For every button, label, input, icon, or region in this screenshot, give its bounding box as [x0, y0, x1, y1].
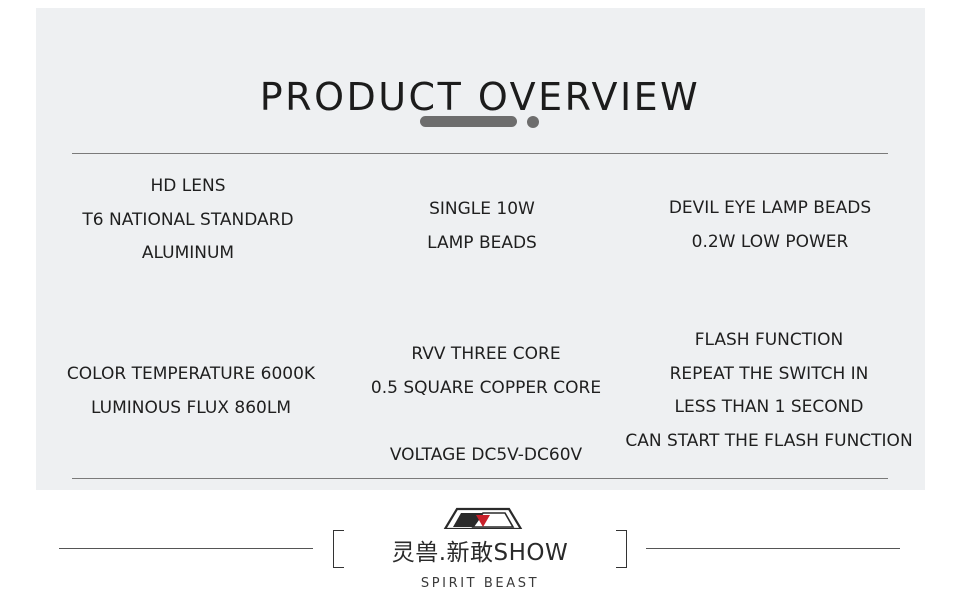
feature-line: T6 NATIONAL STANDARD [82, 209, 294, 230]
feature-line [356, 405, 616, 439]
feature-line: HD LENS [150, 176, 226, 196]
feature-line: VOLTAGE DC5V-DC60V [389, 444, 583, 465]
footer-line-left [59, 548, 313, 549]
overview-panel [36, 8, 925, 490]
divider-top [72, 153, 888, 154]
divider-bottom [72, 478, 888, 479]
footer-line-right [646, 548, 900, 549]
feature-lamp-beads: SINGLE 10W LAMP BEADS [362, 193, 602, 260]
feature-line: DEVIL EYE LAMP BEADS [668, 198, 872, 218]
feature-color-temperature: COLOR TEMPERATURE 6000K LUMINOUS FLUX 86… [52, 358, 330, 425]
feature-line: FLASH FUNCTION [694, 330, 844, 350]
feature-line: CAN START THE FLASH FUNCTION [625, 430, 913, 451]
brand-name: 灵兽.新敢SHOW [391, 540, 569, 566]
feature-flash-function: FLASH FUNCTION REPEAT THE SWITCH IN LESS… [612, 324, 926, 458]
feature-line: LAMP BEADS [427, 232, 537, 253]
feature-line: LUMINOUS FLUX 860LM [91, 397, 291, 418]
feature-line: COLOR TEMPERATURE 6000K [66, 364, 316, 384]
title-decoration-dot [527, 116, 539, 128]
feature-lens: HD LENS T6 NATIONAL STANDARD ALUMINUM [72, 170, 304, 271]
page-title: PRODUCT OVERVIEW [259, 75, 701, 120]
spirit-beast-logo-icon [443, 507, 523, 531]
feature-line: RVV THREE CORE [411, 344, 561, 364]
feature-line: LESS THAN 1 SECOND [674, 397, 864, 417]
feature-line: SINGLE 10W [429, 199, 535, 219]
feature-devil-eye: DEVIL EYE LAMP BEADS 0.2W LOW POWER [640, 192, 900, 259]
title-decoration-bar [420, 116, 517, 127]
feature-line: ALUMINUM [141, 243, 235, 263]
feature-line: REPEAT THE SWITCH IN [669, 363, 869, 384]
logo-frame [333, 529, 627, 569]
brand-subtitle: SPIRIT BEAST [420, 576, 540, 591]
feature-cable-voltage: RVV THREE CORE 0.5 SQUARE COPPER CORE VO… [356, 338, 616, 472]
feature-line: 0.5 SQUARE COPPER CORE [370, 377, 602, 398]
feature-line: 0.2W LOW POWER [691, 231, 849, 252]
